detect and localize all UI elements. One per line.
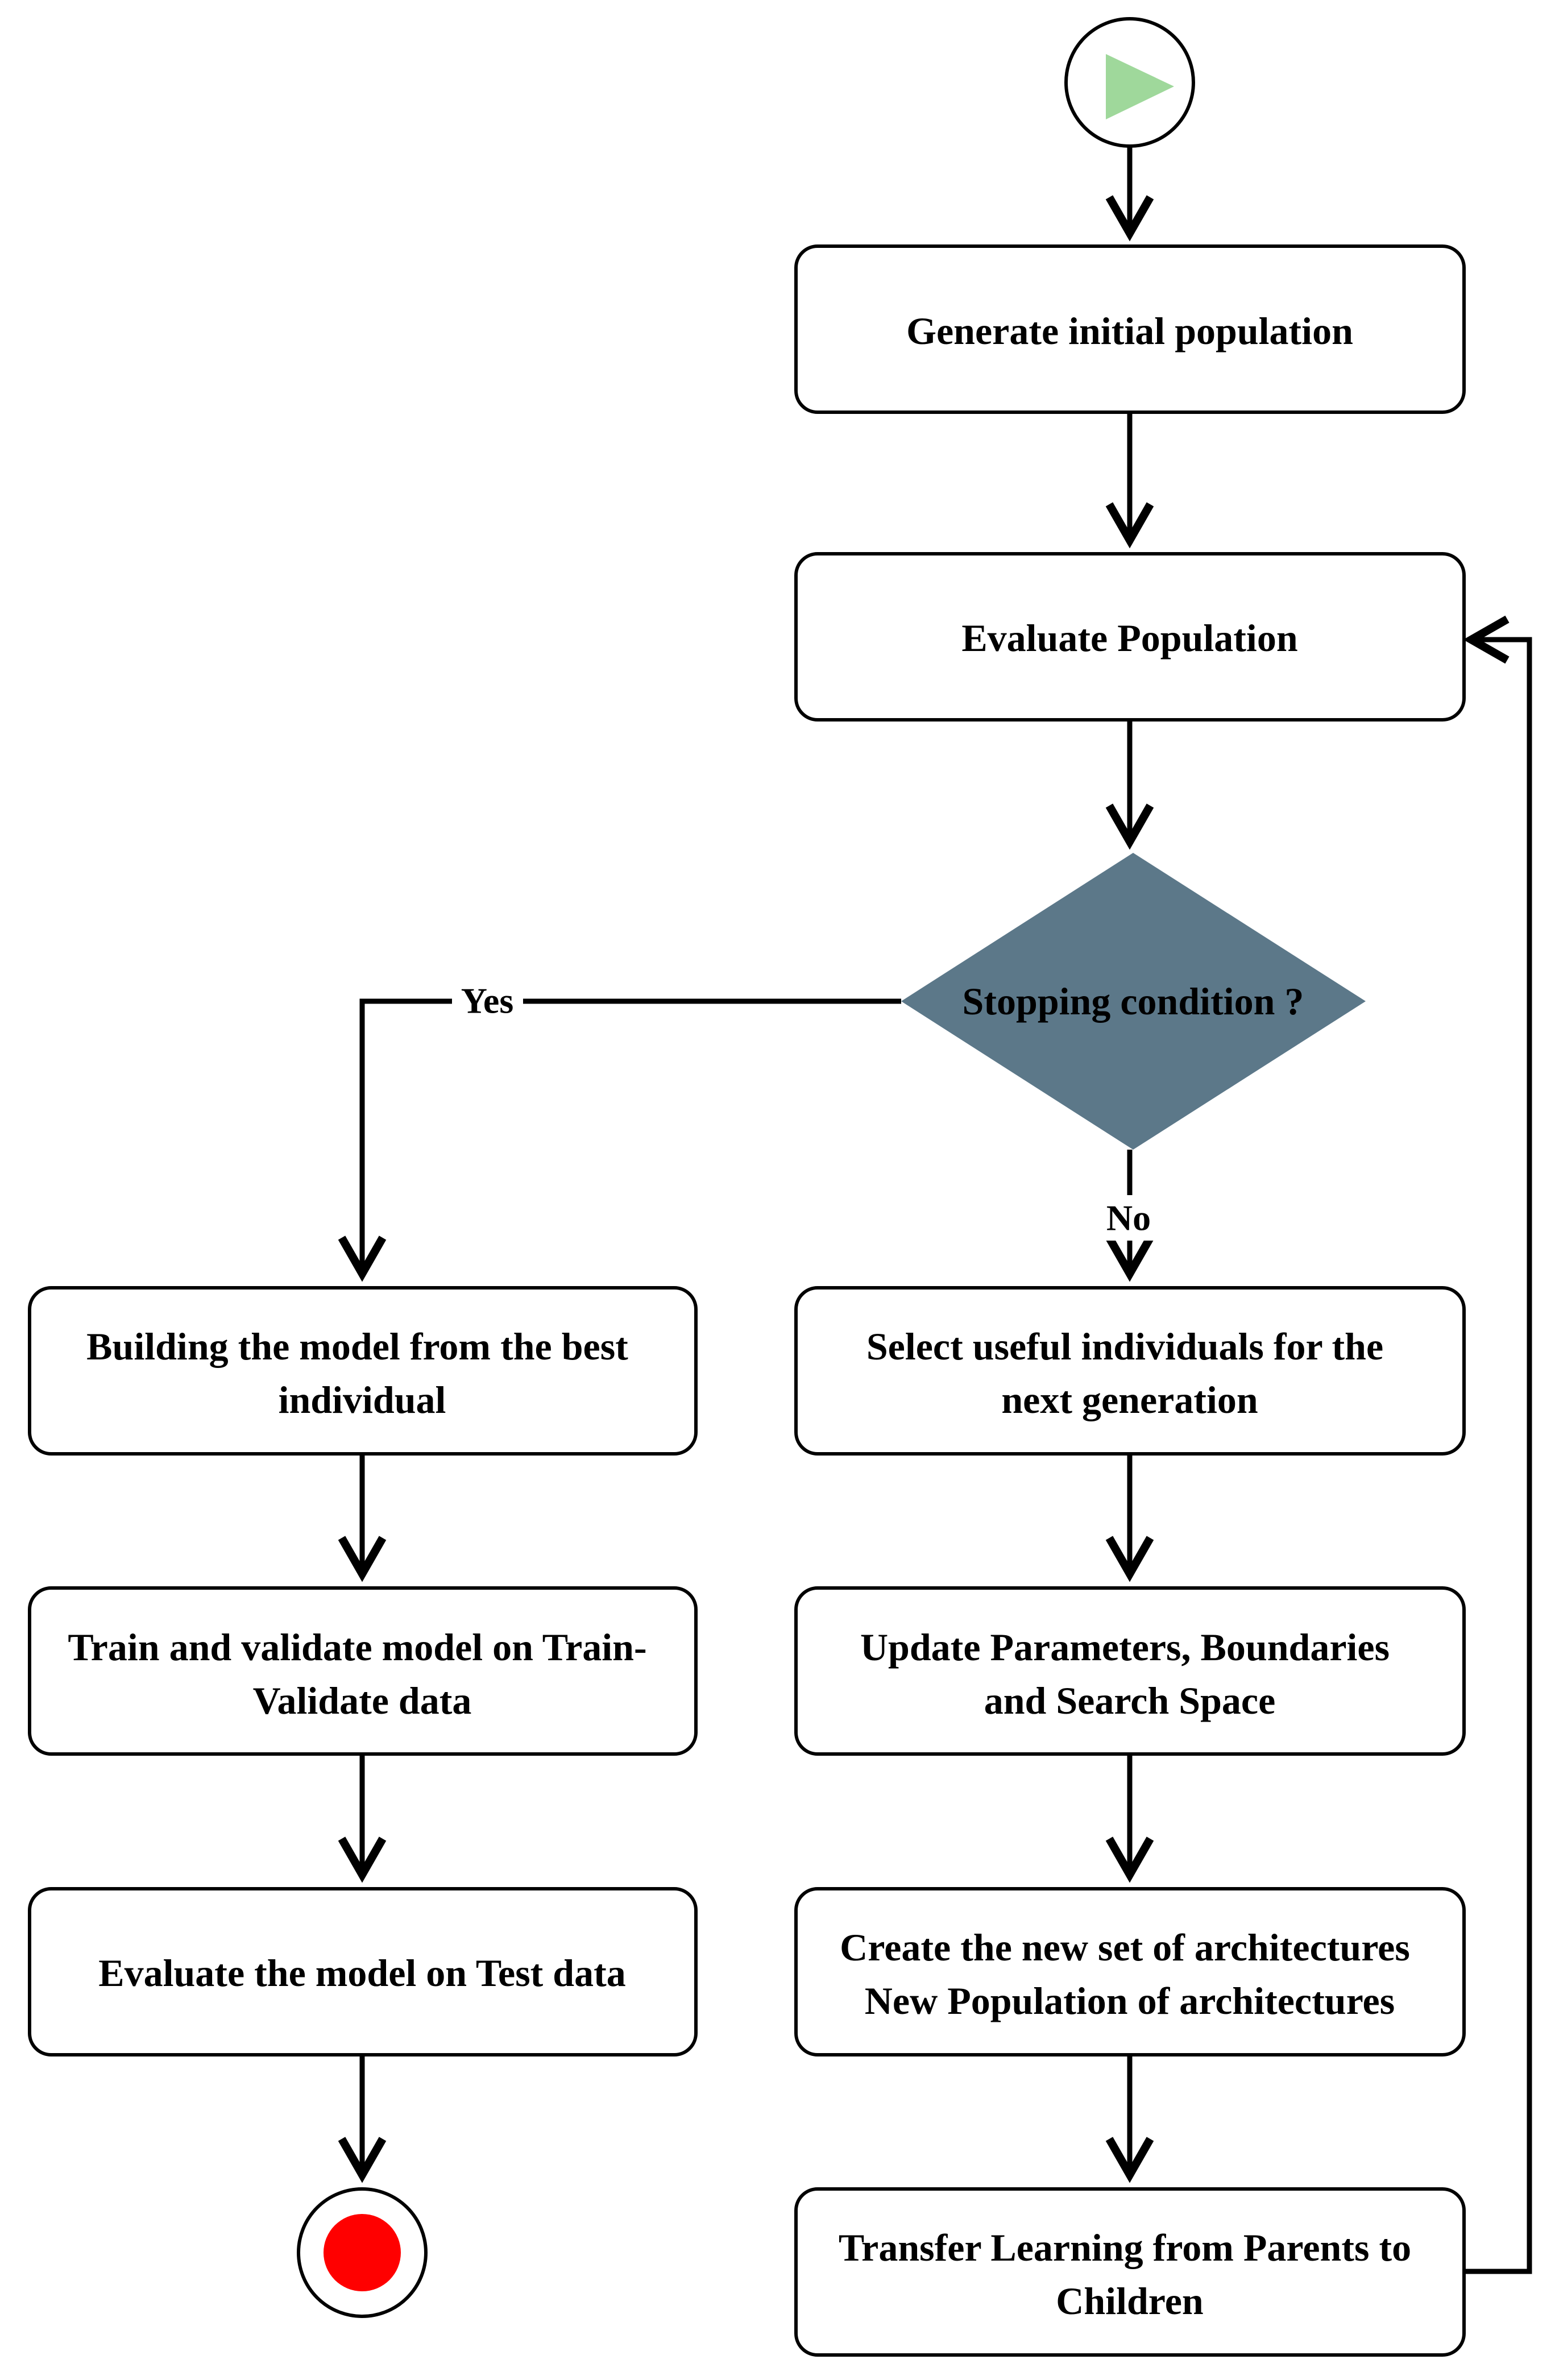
node-evaluate-model-label: Evaluate the model on Test data <box>98 1951 626 1995</box>
stop-dot-icon <box>324 2214 401 2291</box>
svg-text:Update Parameters, Boundaries: Update Parameters, Boundaries and Search… <box>860 1626 1399 1722</box>
no-label-group: No <box>1094 1195 1166 1241</box>
decision-label: Stopping condition ? <box>963 980 1304 1023</box>
svg-text:Transfer Learning from Parents: Transfer Learning from Parents to Childr… <box>839 2226 1421 2323</box>
no-label: No <box>1106 1198 1151 1238</box>
node-building-line-1: Building the model from the best <box>86 1325 628 1368</box>
end-node <box>297 2187 428 2318</box>
node-evaluate-model: Evaluate the model on Test data <box>28 1887 698 2056</box>
node-evaluate-population-label: Evaluate Population <box>961 616 1297 660</box>
yes-label-group: Yes <box>452 981 523 1022</box>
node-create-new-set: Create the new set of architectures New … <box>794 1887 1466 2056</box>
edge-yes-branch <box>338 998 901 1282</box>
svg-text:Create the new set of architec: Create the new set of architectures New … <box>840 1926 1420 2022</box>
decision-diamond <box>901 853 1366 1150</box>
node-transfer-learning: Transfer Learning from Parents to Childr… <box>794 2187 1466 2357</box>
node-create-line-2: New Population of architectures <box>865 1979 1395 2022</box>
node-update-line-1: Update Parameters, Boundaries <box>860 1626 1390 1669</box>
yes-label: Yes <box>461 981 513 1021</box>
node-generate-initial-population: Generate initial population <box>794 244 1466 414</box>
node-create-line-1: Create the new set of architectures <box>840 1926 1410 1969</box>
node-transfer-line-1: Transfer Learning from Parents to <box>839 2226 1411 2269</box>
svg-text:Train and validate model on Tr: Train and validate model on Train- Valid… <box>68 1626 656 1722</box>
node-train-line-1: Train and validate model on Train- <box>68 1626 646 1669</box>
edge-loop-back <box>1463 615 1532 2274</box>
node-train-line-2: Validate data <box>253 1679 472 1722</box>
node-evaluate-population: Evaluate Population <box>794 552 1466 722</box>
node-building-line-2: individual <box>279 1378 446 1421</box>
node-update-parameters: Update Parameters, Boundaries and Search… <box>794 1586 1466 1756</box>
node-update-line-2: and Search Space <box>984 1679 1276 1722</box>
play-icon <box>1106 54 1174 119</box>
node-generate-label: Generate initial population <box>906 309 1353 353</box>
decision-stopping-condition: Stopping condition ? <box>901 853 1366 1150</box>
start-node <box>1064 17 1195 148</box>
node-select-useful-individuals: Select useful individuals for the next g… <box>794 1286 1466 1456</box>
node-transfer-line-2: Children <box>1056 2279 1203 2323</box>
node-building-model: Building the model from the best individ… <box>28 1286 698 1456</box>
node-train-validate: Train and validate model on Train- Valid… <box>28 1586 698 1756</box>
svg-text:Select useful individuals for: Select useful individuals for the next g… <box>866 1325 1393 1421</box>
node-select-line-1: Select useful individuals for the <box>866 1325 1383 1368</box>
svg-text:Building the model from the be: Building the model from the best individ… <box>86 1325 638 1421</box>
node-select-line-2: next generation <box>1001 1378 1258 1421</box>
